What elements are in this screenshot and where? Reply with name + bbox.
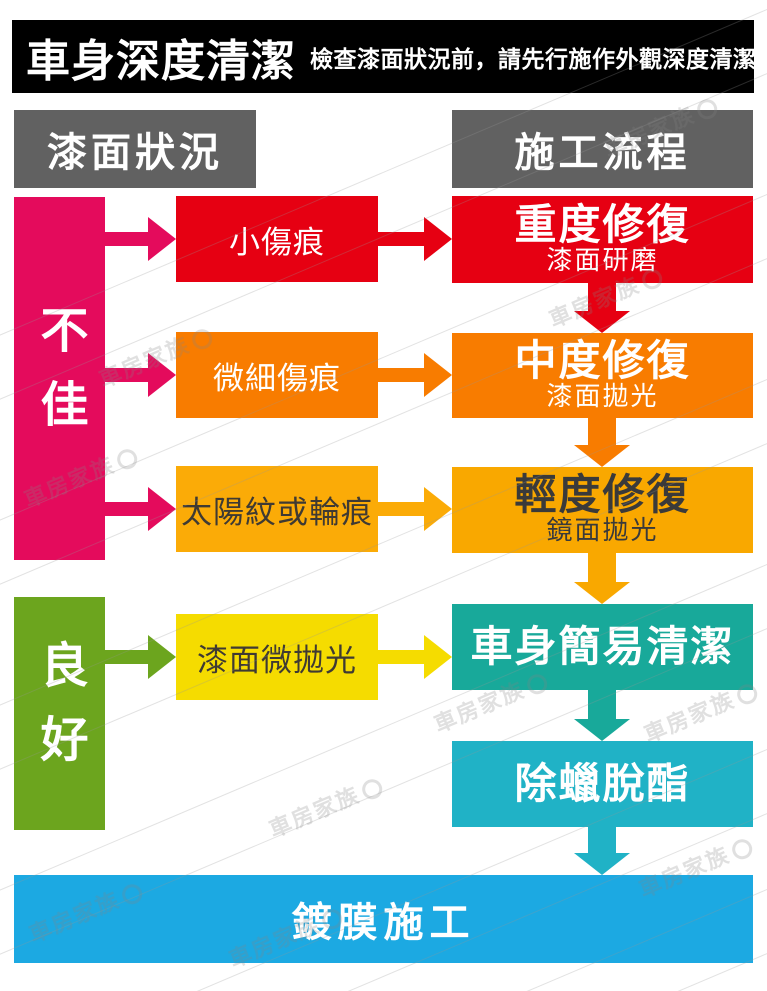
page-title: 車身深度清潔: [26, 35, 296, 87]
page-subtitle: 檢查漆面狀況前，請先行施作外觀深度清潔: [310, 46, 757, 73]
watermark-stripe: [0, 0, 767, 654]
arrow-fine-scratch-to-medium-repair: [378, 353, 452, 397]
watermark-logo-icon: [114, 446, 141, 473]
column-header-process: 施工流程: [452, 110, 753, 188]
process-title: 除蠟脫酯: [514, 758, 691, 808]
process-title: 輕度修復: [514, 470, 691, 519]
process-box-medium-repair: 中度修復 漆面拋光: [452, 333, 753, 418]
header-bar: 車身深度清潔 檢查漆面狀況前，請先行施作外觀深度清潔: [12, 20, 757, 93]
process-box-simple-clean: 車身簡易清潔: [452, 604, 753, 690]
arrow-bad-to-swirl-marks: [105, 487, 176, 531]
watermark-logo-icon: [729, 836, 756, 863]
condition-bad-bar: 不佳: [14, 197, 105, 560]
symptom-box-fine-scratch: 微細傷痕: [176, 332, 378, 418]
process-box-heavy-repair: 重度修復 漆面研磨: [452, 196, 753, 283]
symptom-box-small-scratch: 小傷痕: [176, 196, 378, 282]
arrow-bad-to-fine-scratch: [105, 353, 176, 397]
arrow-light-to-simple-clean: [574, 553, 630, 604]
final-step-coating: 鍍膜施工: [14, 875, 753, 963]
arrow-small-scratch-to-heavy-repair: [378, 217, 452, 261]
process-title: 中度修復: [514, 335, 691, 385]
arrow-swirl-marks-to-light-repair: [378, 487, 452, 531]
arrow-medium-to-light: [574, 418, 630, 467]
process-box-light-repair: 輕度修復 鏡面拋光: [452, 467, 753, 553]
symptom-box-swirl-marks: 太陽紋或輪痕: [176, 466, 378, 552]
condition-good-bar: 良好: [14, 597, 105, 830]
column-header-paint-condition: 漆面狀況: [14, 110, 256, 188]
arrow-light-polish-to-simple-clean: [378, 635, 452, 679]
process-title: 重度修復: [514, 199, 691, 249]
watermark-logo-icon: [359, 776, 386, 803]
arrow-heavy-to-medium: [574, 283, 630, 333]
process-subtitle: 鏡面拋光: [546, 516, 659, 547]
arrow-bad-to-small-scratch: [105, 217, 176, 261]
symptom-box-light-polish: 漆面微拋光: [176, 614, 378, 700]
watermark-text: 車房家族: [264, 768, 387, 844]
arrow-good-to-light-polish: [105, 635, 176, 679]
arrow-simple-clean-to-wax-removal: [574, 690, 630, 741]
arrow-wax-removal-to-coating: [574, 827, 630, 875]
process-subtitle: 漆面研磨: [546, 245, 659, 276]
process-subtitle: 漆面拋光: [546, 381, 659, 412]
process-title: 車身簡易清潔: [470, 621, 735, 671]
process-box-wax-removal: 除蠟脫酯: [452, 741, 753, 827]
